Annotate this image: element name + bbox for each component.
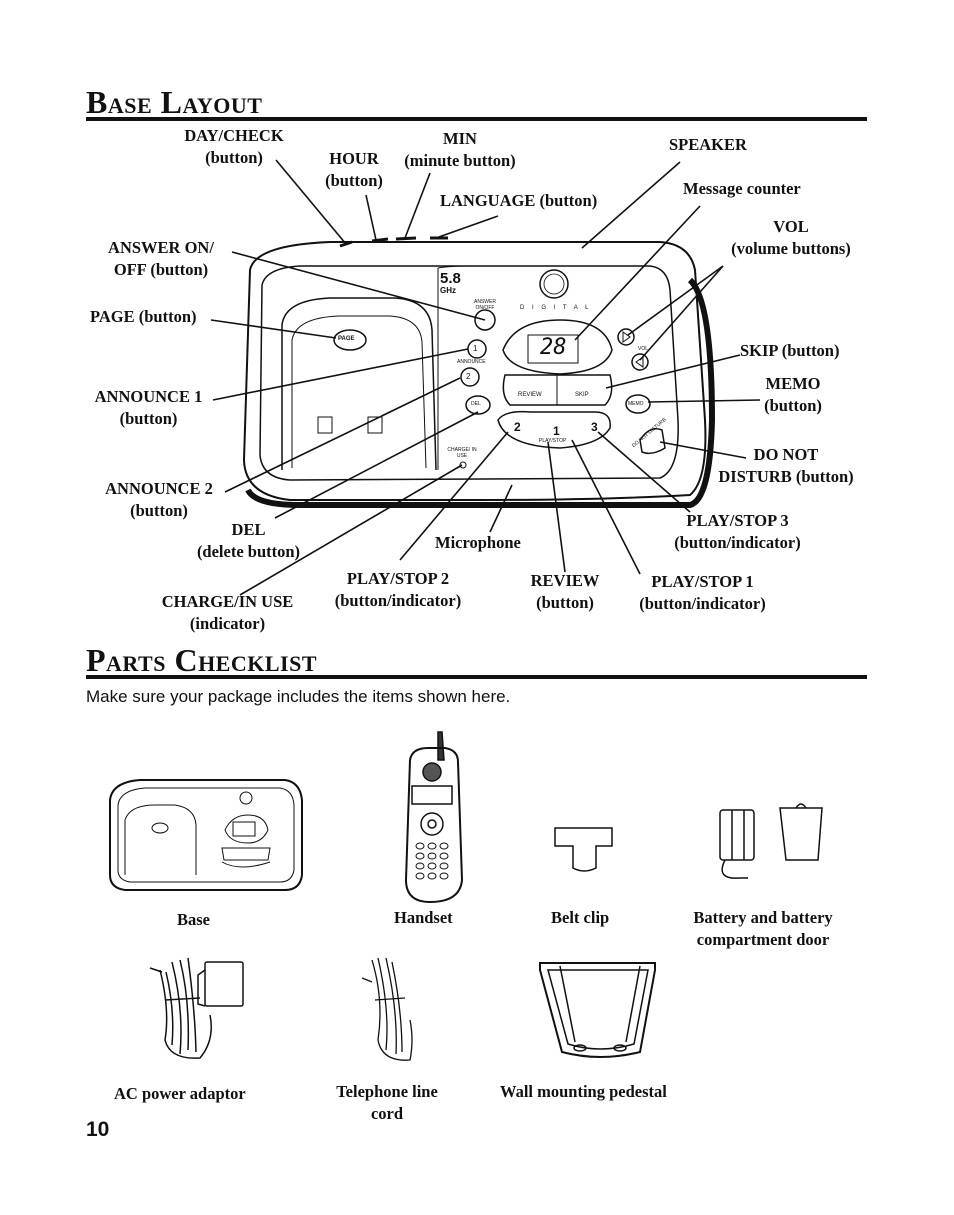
vol-key-label: VOL (638, 346, 649, 352)
callout-playstop1: PLAY/STOP 1(button/indicator) (639, 572, 766, 613)
belt-clip-illustration (554, 827, 613, 872)
playstop-label: PLAY/STOP (539, 438, 567, 444)
callout-review: REVIEW(button) (530, 571, 600, 612)
callout-memo: MEMO(button) (764, 374, 822, 415)
callout-answer: ANSWER ON/OFF (button) (108, 238, 214, 279)
playstop2-number: 2 (514, 420, 521, 434)
handset-illustration (404, 731, 464, 904)
parts-checklist-heading: Parts Checklist (86, 642, 317, 678)
caption-pedestal: Wall mounting pedestal (500, 1082, 667, 1101)
callout-vol: VOL(volume buttons) (731, 217, 851, 258)
announce1-number: 1 (473, 344, 478, 353)
playstop-pad (497, 410, 611, 449)
callout-playstop2: PLAY/STOP 2(button/indicator) (334, 569, 462, 610)
base-shadow (245, 277, 716, 508)
intro-text: Make sure your package includes the item… (86, 687, 511, 706)
del-key-label: DEL (471, 401, 481, 407)
playstop3-number: 3 (591, 420, 598, 434)
memo-key-label: MEMO (628, 401, 644, 407)
base-illustration (109, 779, 303, 891)
page-key-label: PAGE (338, 336, 355, 342)
handset-cradle (281, 297, 437, 471)
counter-digits: 28 (540, 335, 567, 360)
heading-rule (86, 117, 867, 121)
caption-handset: Handset (394, 908, 453, 927)
callout-del: DEL(delete button) (196, 520, 301, 561)
caption-base: Base (177, 910, 210, 929)
dnd-key (639, 428, 666, 455)
ac-adaptor-illustration (149, 957, 244, 1059)
callout-day-check: DAY/CHECK(button) (184, 126, 284, 167)
callout-message-counter: Message counter (683, 179, 801, 198)
callout-announce1: ANNOUNCE 1(button) (94, 387, 203, 428)
answer-key-label: ANSWER ON/OFF (474, 299, 496, 311)
skip-key-label: SKIP (575, 392, 589, 398)
pedestal-illustration (539, 962, 656, 1058)
base-outer-shell (242, 241, 707, 501)
cradle-inner (291, 315, 427, 469)
battery-illustration (719, 803, 823, 879)
charge-led (459, 461, 467, 469)
heading-rule (86, 675, 867, 679)
announce2-key (460, 367, 480, 387)
charge-contact (367, 416, 383, 434)
digital-label: D I G I T A L (520, 305, 592, 311)
review-key-label: REVIEW (518, 392, 542, 398)
charge-label: CHARGE/ IN USE (447, 447, 477, 459)
callout-language: LANGUAGE (button) (440, 191, 598, 210)
charge-contact (317, 416, 333, 434)
base-layout-heading: Base Layout (86, 84, 263, 120)
telephone-cord-illustration (361, 957, 413, 1061)
caption-ac-adaptor: AC power adaptor (114, 1084, 246, 1103)
vol-down-key (631, 353, 649, 371)
callout-playstop3: PLAY/STOP 3(button/indicator) (674, 511, 801, 552)
announce-label: ANNOUNCE (457, 359, 486, 365)
page-key (333, 329, 367, 351)
callout-page: PAGE (button) (90, 307, 197, 326)
callout-skip: SKIP (button) (740, 341, 840, 360)
announce2-number: 2 (466, 372, 471, 381)
caption-belt-clip: Belt clip (551, 908, 610, 927)
playstop1-number: 1 (553, 424, 560, 438)
del-key (465, 395, 491, 415)
callout-microphone: Microphone (435, 533, 521, 552)
callout-charge-in-use: CHARGE/IN USE(indicator) (161, 592, 294, 633)
callout-hour: HOUR(button) (325, 149, 383, 190)
page-number: 10 (86, 1118, 110, 1141)
control-panel (437, 265, 471, 470)
leader-lines (210, 159, 761, 596)
callout-speaker: SPEAKER (669, 135, 747, 154)
memo-key (625, 394, 651, 414)
band-logo: 5.8 GHz (440, 270, 461, 295)
callout-min: MIN(minute button) (404, 129, 516, 170)
callout-announce2: ANNOUNCE 2(button) (105, 479, 213, 520)
